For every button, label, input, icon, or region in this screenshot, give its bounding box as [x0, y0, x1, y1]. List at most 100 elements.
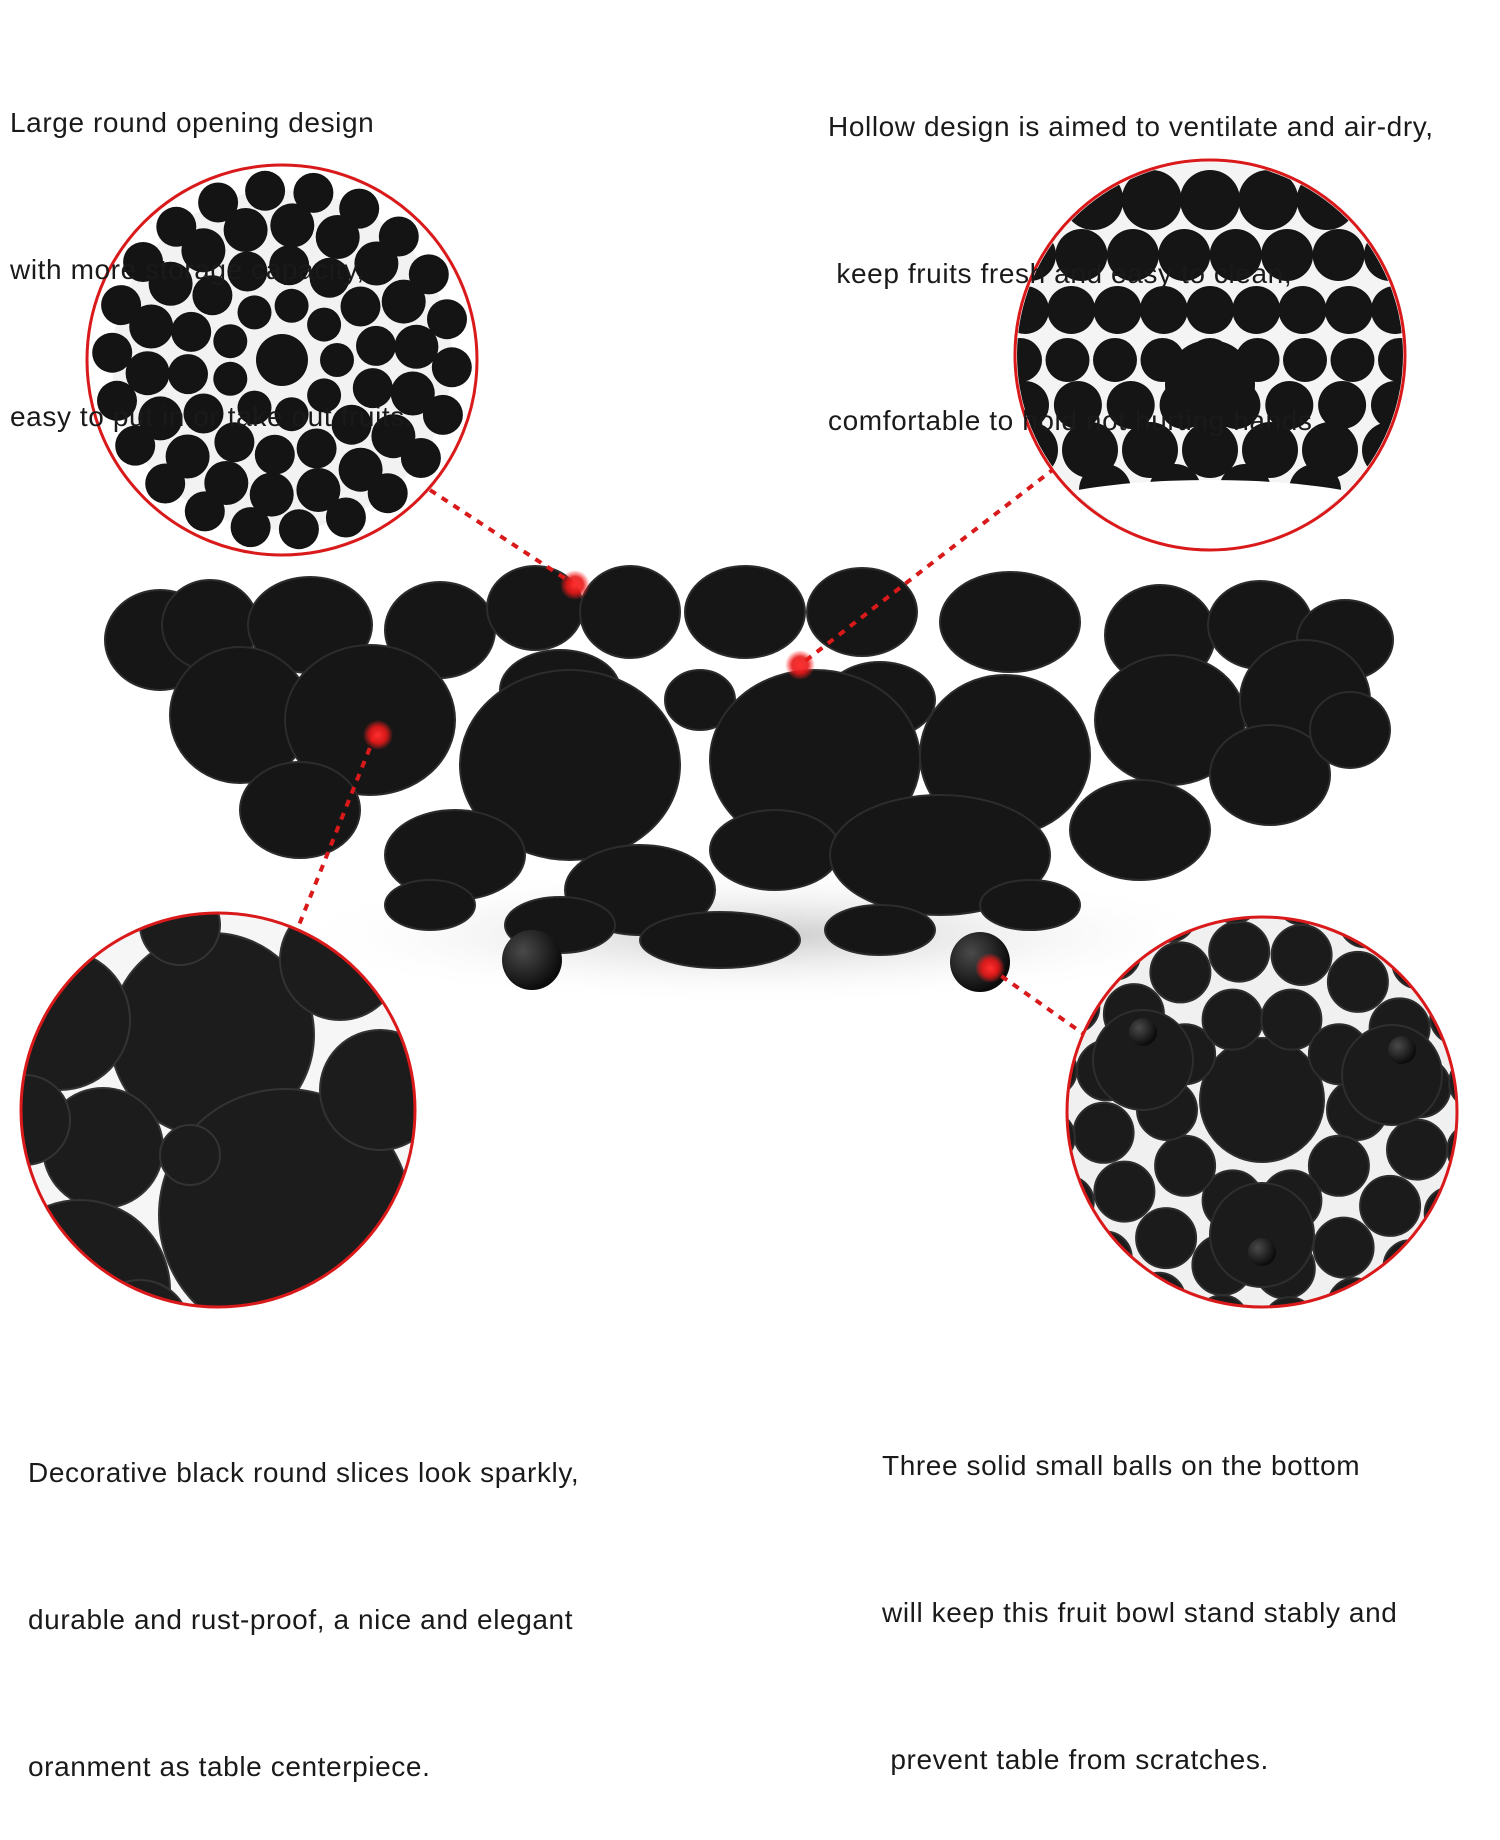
disc	[1053, 381, 1102, 429]
disc	[431, 347, 472, 388]
disc	[1154, 1134, 1217, 1197]
fruit-bowl	[104, 565, 1394, 969]
disc	[1209, 229, 1262, 281]
caption-top-left: Large round opening design with more sto…	[10, 0, 413, 490]
disc	[1067, 1175, 1095, 1230]
disc	[307, 307, 342, 342]
disc	[422, 394, 463, 435]
caption-top-right: Hollow design is aimed to ventilate and …	[828, 4, 1434, 494]
disc	[1209, 1182, 1315, 1288]
disc	[101, 285, 142, 326]
disc	[1182, 422, 1238, 478]
disc	[214, 422, 255, 463]
disc	[198, 182, 239, 223]
caption-line: with more storage capacity,	[10, 254, 365, 285]
disc	[1139, 286, 1188, 334]
disc	[129, 304, 174, 349]
product-illustration	[19, 158, 1459, 1309]
disc	[390, 371, 435, 416]
disc	[1017, 286, 1049, 334]
disc	[408, 254, 449, 295]
disc	[256, 334, 308, 386]
disc	[296, 468, 341, 512]
disc	[1158, 229, 1211, 281]
disc	[1045, 338, 1090, 382]
callout-connectors	[293, 466, 1087, 1037]
disc	[183, 393, 224, 434]
disc	[1186, 286, 1234, 334]
disc	[1324, 286, 1373, 334]
disc	[1327, 1277, 1382, 1307]
red-markers	[363, 570, 1005, 983]
disc	[125, 351, 170, 396]
disc	[356, 325, 396, 366]
disc	[1359, 1174, 1422, 1237]
disc	[1199, 1037, 1325, 1163]
disc	[1312, 1216, 1375, 1279]
disc	[92, 332, 133, 373]
disc	[1165, 340, 1255, 430]
disc	[320, 343, 354, 377]
disc	[1078, 1230, 1133, 1285]
caption-line: easy to put in or take out fruits.	[10, 401, 414, 432]
disc	[1312, 229, 1365, 281]
disc	[204, 461, 249, 505]
disc	[1326, 950, 1389, 1013]
caption-line: keep fruits fresh and easy to clean,	[828, 258, 1293, 289]
disc	[138, 396, 183, 441]
disc	[1180, 170, 1240, 230]
disc	[1232, 286, 1281, 334]
disc	[1283, 338, 1327, 382]
disc	[1238, 170, 1299, 230]
disc	[1429, 990, 1457, 1045]
opening-zoom-icon	[85, 163, 479, 557]
disc	[230, 507, 271, 548]
disc	[213, 361, 248, 396]
disc	[1423, 1186, 1457, 1241]
disc	[1195, 1294, 1250, 1307]
disc	[315, 215, 360, 259]
disc	[1302, 422, 1358, 478]
disc	[1382, 1239, 1437, 1294]
disc	[352, 368, 393, 409]
disc	[223, 208, 268, 252]
caption-bottom-left: Decorative black round slices look spark…	[28, 1350, 579, 1840]
disc	[1062, 422, 1118, 478]
disc	[115, 425, 156, 466]
disc	[325, 497, 366, 538]
disc	[1261, 229, 1314, 281]
disc	[181, 228, 226, 273]
disc	[1121, 170, 1182, 230]
disc	[331, 404, 372, 445]
disc	[227, 251, 268, 292]
disc	[1106, 229, 1159, 281]
disc	[307, 378, 342, 413]
disc	[1122, 422, 1178, 478]
disc	[1093, 1160, 1156, 1223]
disc	[123, 242, 164, 282]
disc	[1207, 917, 1262, 924]
disc	[270, 203, 315, 248]
disc	[156, 206, 197, 247]
disc	[293, 172, 334, 213]
disc	[1017, 381, 1049, 429]
disc	[1391, 935, 1446, 990]
disc	[367, 473, 408, 514]
disc	[1278, 286, 1327, 334]
disc	[1307, 1134, 1370, 1197]
disc	[249, 472, 294, 517]
caption-line: durable and rust-proof, a nice and elega…	[28, 1604, 574, 1635]
caption-line: will keep this fruit bowl stand stably a…	[882, 1597, 1398, 1628]
disc	[1106, 381, 1155, 429]
disc	[394, 324, 439, 369]
disc	[1208, 920, 1271, 983]
caption-bottom-right: Three solid small balls on the bottom wi…	[882, 1343, 1397, 1833]
disc	[1338, 917, 1393, 949]
caption-line: Three solid small balls on the bottom	[882, 1450, 1361, 1481]
disc	[1131, 1271, 1186, 1307]
disc	[278, 509, 319, 550]
disc	[1067, 1110, 1076, 1165]
disc	[1072, 1101, 1135, 1164]
disc	[1260, 988, 1323, 1051]
disc	[237, 390, 272, 425]
